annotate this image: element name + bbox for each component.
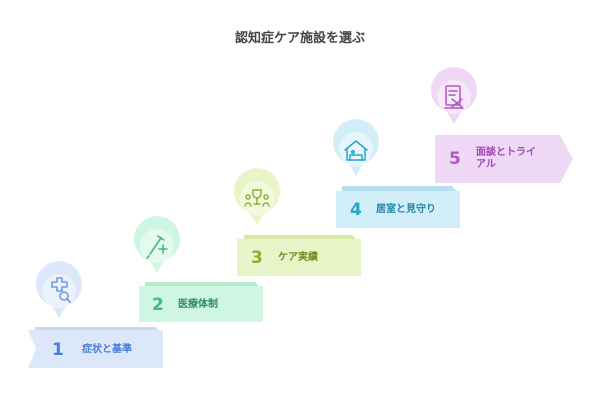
step-1-bar bbox=[28, 330, 163, 368]
step-3-text: 3 ケア実績 bbox=[251, 239, 318, 276]
step-5 bbox=[431, 67, 573, 183]
document-trial-icon bbox=[444, 85, 464, 109]
step-2-text: 2 医療体制 bbox=[152, 286, 218, 323]
trophy-people-icon bbox=[244, 189, 270, 207]
step-2-number: 2 bbox=[152, 294, 164, 315]
step-1-label: 症状と基準 bbox=[82, 344, 132, 355]
step-5-bar bbox=[435, 135, 573, 183]
step-2 bbox=[134, 216, 263, 322]
syringe-plus-icon bbox=[146, 235, 168, 259]
step-4-number: 4 bbox=[350, 199, 362, 220]
step-3-marker bbox=[234, 168, 280, 225]
step-3-bar bbox=[237, 239, 361, 276]
page-title: 認知症ケア施設を選ぶ bbox=[234, 31, 365, 46]
step-1 bbox=[28, 261, 163, 368]
step-1-marker bbox=[35, 261, 82, 318]
step-1-number: 1 bbox=[52, 340, 64, 360]
step-4-label: 居室と見守り bbox=[376, 203, 436, 215]
step-5-number: 5 bbox=[449, 149, 461, 169]
step-5-label: 面談とトライアル bbox=[476, 147, 536, 170]
medical-search-icon bbox=[51, 277, 71, 303]
step-2-bar bbox=[139, 286, 263, 322]
step-4-marker bbox=[333, 119, 379, 176]
step-2-label: 医療体制 bbox=[178, 298, 218, 310]
step-4-bar bbox=[336, 191, 460, 228]
step-4-text: 4 居室と見守り bbox=[350, 191, 436, 228]
step-3-number: 3 bbox=[251, 247, 263, 268]
step-3 bbox=[234, 168, 361, 276]
step-4 bbox=[333, 119, 460, 228]
step-1-text: 1 症状と基準 bbox=[52, 331, 132, 369]
step-3-label: ケア実績 bbox=[278, 251, 318, 263]
step-5-text: 5 面談とトライアル bbox=[449, 135, 544, 183]
room-bed-icon bbox=[344, 140, 368, 161]
